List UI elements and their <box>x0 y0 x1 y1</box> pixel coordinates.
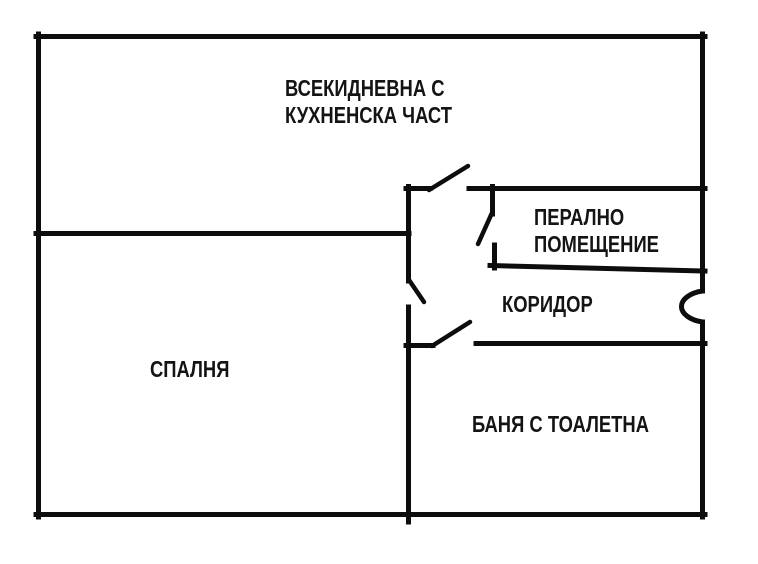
room-label-living: ВСЕКИДНЕВНА С КУХНЕНСКА ЧАСТ <box>285 75 452 129</box>
room-label-laundry-line1: ПЕРАЛНО <box>534 204 625 230</box>
door-leaf-bathroom <box>429 319 473 349</box>
door-leaf-bedroom <box>406 277 427 305</box>
entrance-door-arc <box>679 288 705 325</box>
room-label-laundry: ПЕРАЛНО ПОМЕЩЕНИЕ <box>534 204 659 258</box>
door-leaf-laundry <box>475 211 494 247</box>
room-label-living-line2: КУХНЕНСКА ЧАСТ <box>285 102 453 128</box>
room-label-corridor: КОРИДОР <box>502 291 593 317</box>
room-label-living-line1: ВСЕКИДНЕВНА С <box>285 75 445 101</box>
room-label-laundry-line2: ПОМЕЩЕНИЕ <box>534 231 659 257</box>
room-label-bedroom: СПАЛНЯ <box>150 356 230 382</box>
door-leaf-living-corridor <box>426 163 471 193</box>
doors-group <box>406 163 705 349</box>
walls-group <box>33 31 708 525</box>
wall-laundry-bottom <box>487 262 708 274</box>
room-label-bathroom: БАНЯ С ТОАЛЕТНА <box>472 411 649 437</box>
